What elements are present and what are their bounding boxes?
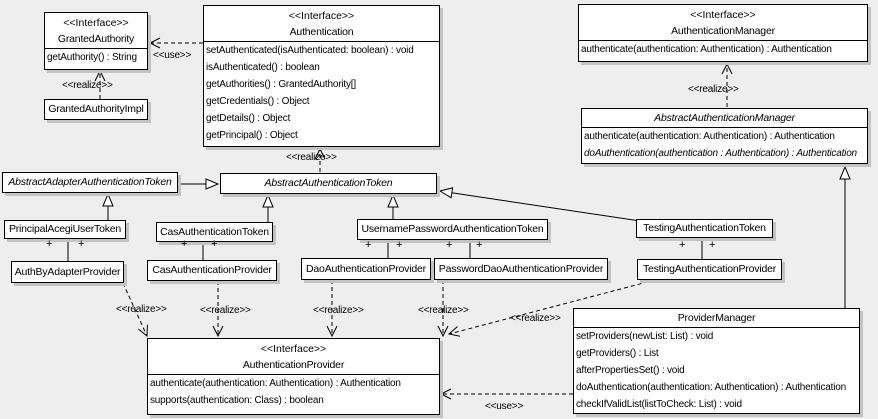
- edge-gen-testingtoken[interactable]: [440, 191, 641, 222]
- method: authenticate(authentication: Authenticat…: [581, 44, 832, 55]
- class-header: AbstractAuthenticationManager: [582, 109, 867, 127]
- method: isAuthenticated() : boolean: [206, 62, 320, 73]
- class-name: AbstractAuthenticationManager: [654, 112, 795, 124]
- class-header: ProviderManager: [574, 309, 859, 327]
- class-password-dao-authentication-provider[interactable]: PasswordDaoAuthenticationProvider: [434, 258, 608, 280]
- method: authenticate(authentication: Authenticat…: [584, 131, 835, 142]
- class-testing-authentication-provider[interactable]: TestingAuthenticationProvider: [637, 259, 782, 280]
- method: getAuthority() : String: [47, 52, 137, 63]
- class-name: TestingAuthenticationProvider: [642, 263, 777, 275]
- method: afterPropertiesSet() : void: [576, 365, 685, 376]
- edge-label-realize: <<realize>>: [116, 304, 167, 315]
- class-provider-manager[interactable]: ProviderManager setProviders(newList: Li…: [573, 308, 860, 414]
- class-auth-by-adapter-provider[interactable]: AuthByAdapterProvider: [11, 261, 124, 283]
- class-abstract-authentication-manager[interactable]: AbstractAuthenticationManager authentica…: [581, 108, 868, 164]
- class-header: <<Interface>> GrantedAuthority: [45, 13, 147, 48]
- method: doAuthentication(authentication: Authent…: [576, 382, 846, 393]
- method: supports(authentication: Class) : boolea…: [150, 395, 324, 406]
- class-name: GrantedAuthorityImpl: [48, 103, 144, 115]
- class-name: PrincipalAcegiUserToken: [8, 223, 122, 235]
- multiplicity-label: +: [78, 238, 85, 250]
- class-authentication-provider[interactable]: <<Interface>> AuthenticationProvider aut…: [147, 338, 440, 415]
- edge-label-realize: <<realize>>: [313, 305, 364, 316]
- methods-compartment: getAuthority() : String: [45, 48, 147, 66]
- class-name: AbstractAuthenticationToken: [264, 177, 393, 189]
- multiplicity-label: +: [46, 238, 53, 250]
- class-name: AbstractAdapterAuthenticationToken: [8, 176, 172, 188]
- multiplicity-label: +: [181, 238, 188, 250]
- class-name: Authentication: [289, 26, 354, 38]
- class-name: CasAuthenticationProvider: [152, 264, 272, 276]
- stereotype-label: <<Interface>>: [63, 17, 129, 29]
- method: getPrincipal() : Object: [206, 130, 298, 141]
- methods-compartment: setProviders(newList: List) : void getPro…: [574, 327, 859, 413]
- methods-compartment: authenticate(authentication: Authenticat…: [582, 127, 867, 162]
- class-abstract-adapter-authentication-token[interactable]: AbstractAdapterAuthenticationToken: [2, 172, 178, 193]
- method: authenticate(authentication: Authenticat…: [150, 378, 401, 389]
- edge-label-realize: <<realize>>: [418, 305, 469, 316]
- class-name: UsernamePasswordAuthenticationToken: [361, 223, 544, 235]
- stereotype-label: <<Interface>>: [690, 9, 756, 21]
- method: setAuthenticated(isAuthenticated: boolea…: [206, 45, 414, 56]
- methods-compartment: setAuthenticated(isAuthenticated: boolea…: [204, 41, 439, 144]
- class-principal-acegi-user-token[interactable]: PrincipalAcegiUserToken: [4, 220, 126, 239]
- class-cas-authentication-token[interactable]: CasAuthenticationToken: [156, 222, 273, 242]
- edge-label-realize: <<realize>>: [688, 84, 739, 95]
- methods-compartment: authenticate(authentication: Authenticat…: [148, 374, 439, 409]
- class-name: AuthByAdapterProvider: [14, 265, 121, 278]
- class-header: <<Interface>> AuthenticationProvider: [148, 339, 439, 374]
- multiplicity-label: +: [709, 239, 716, 251]
- class-name: CasAuthenticationToken: [160, 225, 269, 238]
- stereotype-label: <<Interface>>: [288, 10, 355, 22]
- class-cas-authentication-provider[interactable]: CasAuthenticationProvider: [147, 260, 277, 281]
- class-name: GrantedAuthority: [57, 33, 135, 45]
- class-username-password-authentication-token[interactable]: UsernamePasswordAuthenticationToken: [357, 219, 548, 240]
- class-name: PasswordDaoAuthenticationProvider: [438, 262, 604, 275]
- multiplicity-label: +: [679, 239, 686, 251]
- method: checkIfValidList(listToCheck: List) : vo…: [576, 399, 742, 410]
- class-authentication-manager[interactable]: <<Interface>> AuthenticationManager auth…: [578, 4, 868, 62]
- stereotype-label: <<Interface>>: [260, 343, 327, 355]
- class-granted-authority[interactable]: <<Interface>> GrantedAuthority getAuthor…: [44, 12, 148, 70]
- multiplicity-label: +: [476, 239, 483, 251]
- class-abstract-authentication-token[interactable]: AbstractAuthenticationToken: [220, 173, 437, 194]
- methods-compartment: authenticate(authentication: Authenticat…: [579, 40, 867, 58]
- class-name: TestingAuthenticationToken: [643, 222, 766, 234]
- method: getCredentials() : Object: [206, 96, 310, 107]
- class-header: <<Interface>> Authentication: [204, 6, 439, 41]
- edge-label-realize: <<realize>>: [62, 80, 113, 91]
- method: getProviders() : List: [576, 348, 659, 359]
- edge-realize-authbyadapterprovider[interactable]: [122, 282, 147, 336]
- class-name: AuthenticationManager: [671, 25, 775, 37]
- class-authentication[interactable]: <<Interface>> Authentication setAuthenti…: [203, 5, 440, 147]
- class-testing-authentication-token[interactable]: TestingAuthenticationToken: [636, 219, 773, 238]
- multiplicity-label: +: [396, 239, 403, 251]
- multiplicity-label: +: [365, 239, 372, 251]
- class-name: ProviderManager: [677, 312, 756, 324]
- method: getDetails() : Object: [206, 113, 291, 124]
- edge-label-realize: <<realize>>: [200, 305, 251, 316]
- method: getAuthorities() : GrantedAuthority[]: [206, 79, 356, 90]
- method: setProviders(newList: List) : void: [576, 331, 714, 342]
- edge-realize-testingauthenticationprovider[interactable]: [449, 279, 656, 334]
- edge-label-use: <<use>>: [485, 401, 524, 412]
- edge-label-realize: <<realize>>: [286, 152, 337, 163]
- class-header: <<Interface>> AuthenticationManager: [579, 5, 867, 40]
- method: doAuthentication(authentication : Authen…: [584, 148, 857, 159]
- class-granted-authority-impl[interactable]: GrantedAuthorityImpl: [44, 99, 148, 120]
- edge-label-realize: <<realize>>: [510, 313, 561, 324]
- multiplicity-label: +: [211, 238, 218, 250]
- multiplicity-label: +: [446, 239, 453, 251]
- edge-label-use: <<use>>: [153, 50, 192, 61]
- class-dao-authentication-provider[interactable]: DaoAuthenticationProvider: [301, 258, 431, 280]
- class-name: DaoAuthenticationProvider: [306, 262, 426, 275]
- class-name: AuthenticationProvider: [242, 359, 345, 371]
